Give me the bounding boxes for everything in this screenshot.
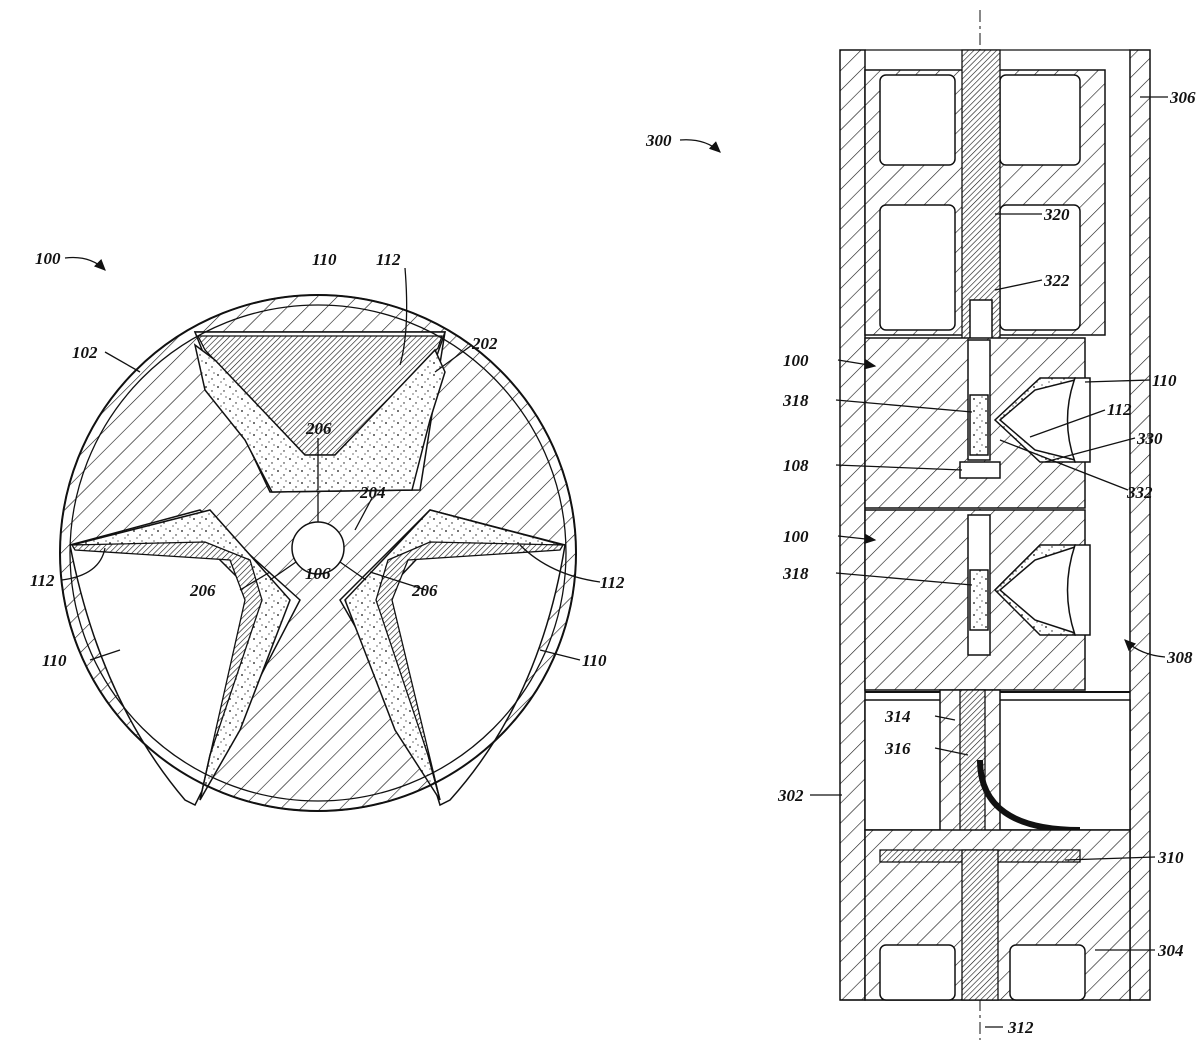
- label-110: 110: [312, 250, 337, 269]
- label-308: 308: [1166, 648, 1193, 667]
- label-206: 206: [305, 419, 332, 438]
- label-112: 112: [376, 250, 401, 269]
- connector-108: [959, 461, 1001, 479]
- label-304: 304: [1157, 941, 1184, 960]
- label-102: 102: [72, 343, 98, 362]
- label-100: 100: [783, 351, 809, 370]
- label-112: 112: [30, 571, 55, 590]
- label-204: 204: [359, 483, 386, 502]
- label-206: 206: [411, 581, 438, 600]
- inner-wall: [69, 304, 567, 802]
- label-318: 318: [782, 391, 809, 410]
- left-labels: 100 110 112 102 202 206 204 112 206 106 …: [30, 249, 625, 670]
- label-110: 110: [582, 651, 607, 670]
- label-322: 322: [1043, 271, 1070, 290]
- carrier-wall-left: [839, 49, 866, 1001]
- left-leaders: [61, 256, 601, 661]
- label-312: 312: [1007, 1018, 1034, 1037]
- label-100: 100: [783, 527, 809, 546]
- label-314: 314: [884, 707, 911, 726]
- label-318: 318: [782, 564, 809, 583]
- label-108: 108: [783, 456, 809, 475]
- label-316: 316: [884, 739, 911, 758]
- label-110: 110: [42, 651, 67, 670]
- right-leaders: [679, 96, 1168, 951]
- explosive-top: [193, 343, 446, 493]
- label-110: 110: [1152, 371, 1177, 390]
- label-112: 112: [1107, 400, 1132, 419]
- figure-ref-300: 300: [645, 131, 672, 150]
- cross-section-figure: [59, 294, 577, 812]
- label-206: 206: [189, 581, 216, 600]
- label-332: 332: [1126, 483, 1153, 502]
- label-306: 306: [1169, 88, 1196, 107]
- label-202: 202: [471, 334, 498, 353]
- label-320: 320: [1043, 205, 1070, 224]
- right-labels: 300 306 320 322 100 110 318 112 330 108 …: [645, 88, 1196, 1037]
- liner-left: [70, 541, 263, 801]
- label-310: 310: [1157, 848, 1184, 867]
- label-112: 112: [600, 573, 625, 592]
- tool-string-figure: [839, 10, 1151, 1040]
- label-330: 330: [1136, 429, 1163, 448]
- figure-ref-100: 100: [35, 249, 61, 268]
- label-106: 106: [305, 564, 331, 583]
- label-302: 302: [777, 786, 804, 805]
- liner-right: [375, 541, 565, 801]
